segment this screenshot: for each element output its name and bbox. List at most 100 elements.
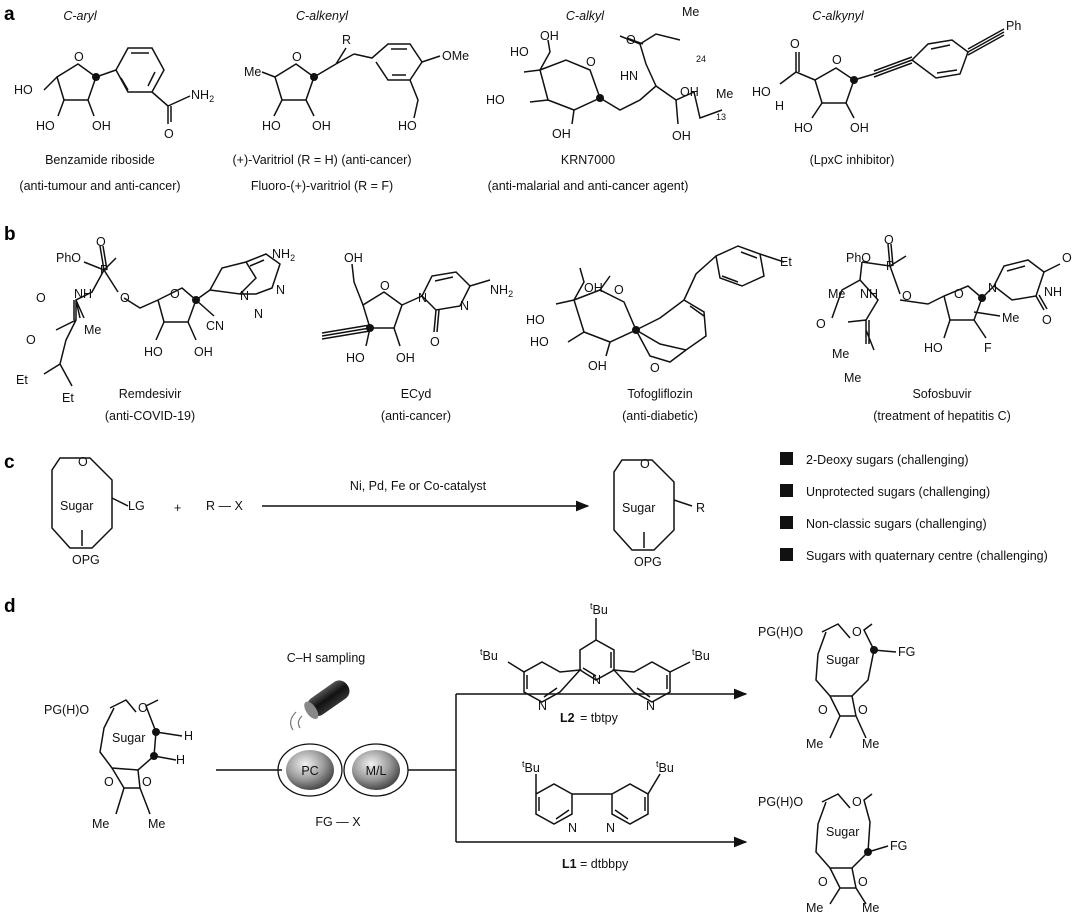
- compound-note: (anti-COVID-19): [105, 409, 195, 423]
- atom-ho: HO: [924, 341, 943, 355]
- heading-c-alkyl: C-alkyl: [566, 9, 605, 23]
- compound-name: (+)-Varitriol (R = H) (anti-cancer): [233, 153, 412, 167]
- atom-ome: OMe: [442, 49, 469, 63]
- atom-me: Me: [84, 323, 101, 337]
- atom-me: Me: [244, 65, 261, 79]
- atom-r: R: [342, 33, 351, 47]
- atom-oh: OH: [92, 119, 111, 133]
- structure-remdesivir: PhO P O O NH Me O O Et Et O CN HO OH NH2…: [16, 235, 295, 423]
- panel-label-a: a: [4, 4, 15, 25]
- atom-et: Et: [62, 391, 74, 405]
- atom-oh: OH: [540, 29, 559, 43]
- ligand-l1-name: = dtbbpy: [580, 857, 629, 871]
- atom-o: O: [74, 50, 84, 64]
- compound-note: (anti-diabetic): [622, 409, 698, 423]
- ml-label: M/L: [366, 764, 387, 778]
- light-waves: [290, 711, 303, 731]
- atom-o: O: [626, 33, 636, 47]
- compound-name: Benzamide riboside: [45, 153, 155, 167]
- tbu-label: tBu: [692, 647, 710, 663]
- catalytic-cycle: C–H sampling PC M/L FG — X: [216, 651, 456, 829]
- atom-ho: HO: [530, 335, 549, 349]
- atom-nh: NH: [74, 287, 92, 301]
- atom-nh: NH: [860, 287, 878, 301]
- structure-ecyd: OH O HO OH N N O NH2 ECyd (anti-cancer): [321, 251, 513, 423]
- compound-name: KRN7000: [561, 153, 615, 167]
- compound-note: Fluoro-(+)-varitriol (R = F): [251, 179, 393, 193]
- atom-o: O: [614, 283, 624, 297]
- atom-ho: HO: [526, 313, 545, 327]
- sugar-label: Sugar: [60, 499, 93, 513]
- atom-o: O: [26, 333, 36, 347]
- atom-o: O: [816, 317, 826, 331]
- atom-oh: OH: [344, 251, 363, 265]
- atom-n: N: [460, 299, 469, 313]
- ring-o: O: [818, 875, 828, 889]
- atom-o: O: [430, 335, 440, 349]
- legend-marker: [780, 548, 793, 561]
- atom-o: O: [884, 233, 894, 247]
- atom-ho: HO: [262, 119, 281, 133]
- atom-nh2: NH2: [191, 88, 214, 104]
- atom-p: P: [886, 259, 894, 273]
- ring-o: O: [138, 701, 148, 715]
- atom-nh2: NH2: [272, 247, 295, 263]
- legend-marker: [780, 484, 793, 497]
- atom-ph: Ph: [1006, 19, 1021, 33]
- ring-o: O: [858, 703, 868, 717]
- atom-me: Me: [844, 371, 861, 385]
- structure-varitriol: O Me R OMe HO OH HO (+)-Varitriol (R = H…: [233, 33, 470, 193]
- ring-o: O: [78, 455, 88, 469]
- product-pgho: PG(H)O: [758, 795, 803, 809]
- compound-name: (LpxC inhibitor): [810, 153, 895, 167]
- atom-n: N: [240, 289, 249, 303]
- atom-o: O: [1042, 313, 1052, 327]
- atom-oh: OH: [680, 85, 699, 99]
- compound-note: (treatment of hepatitis C): [873, 409, 1011, 423]
- tbu-label: tBu: [480, 647, 498, 663]
- structure-lpxc-inhibitor: O O HO H HO OH Ph (LpxC inhibitor): [752, 19, 1021, 167]
- protecting-group: OPG: [72, 553, 100, 567]
- compound-note: (anti-malarial and anti-cancer agent): [488, 179, 689, 193]
- compound-name: Sofosbuvir: [912, 387, 971, 401]
- leaving-group: LG: [128, 499, 145, 513]
- sugar-label: Sugar: [826, 825, 859, 839]
- atom-pho: PhO: [846, 251, 871, 265]
- atom-o: O: [790, 37, 800, 51]
- heading-c-alkynyl: C-alkynyl: [812, 9, 865, 23]
- legend-item: Unprotected sugars (challenging): [806, 485, 990, 499]
- ml-ball: [352, 750, 400, 790]
- ligand-dtbbpy: tBu tBu N N L1 = dtbbpy: [522, 759, 674, 871]
- atom-n: N: [988, 281, 997, 295]
- panel-label-d: d: [4, 596, 16, 617]
- atom-me: Me: [832, 347, 849, 361]
- plus-sign: +: [174, 501, 181, 515]
- atom-n: N: [606, 821, 615, 835]
- pc-cycle: [277, 743, 343, 797]
- legend-item: 2-Deoxy sugars (challenging): [806, 453, 969, 467]
- reaction-c: O Sugar LG OPG + R — X Ni, Pd, Fe or Co-…: [51, 455, 705, 569]
- atom-o: O: [170, 287, 180, 301]
- structure-benzamide-riboside: O HO HO OH O NH2 Benzamide riboside (ant…: [14, 47, 214, 193]
- atom-me: Me: [92, 817, 109, 831]
- atom-o: O: [650, 361, 660, 375]
- atom-ho: HO: [346, 351, 365, 365]
- atom-me: Me: [862, 737, 879, 751]
- legend-marker: [780, 452, 793, 465]
- product-pgho: PG(H)O: [758, 625, 803, 639]
- ring-o: O: [852, 625, 862, 639]
- atom-n: N: [254, 307, 263, 321]
- structure-sofosbuvir: PhO P O O NH Me O Me Me O HO F Me N O NH…: [816, 233, 1072, 423]
- heading-c-aryl: C-aryl: [63, 9, 98, 23]
- product-r: R: [696, 501, 705, 515]
- atom-o: O: [120, 291, 130, 305]
- compound-name: Tofogliflozin: [627, 387, 692, 401]
- structure-krn7000: HO OH HO OH O O HN Me 24 OH Me 13 OH KRN…: [486, 5, 733, 193]
- chain-length-13: 13: [716, 112, 726, 122]
- legend-item: Non-classic sugars (challenging): [806, 517, 987, 531]
- atom-n: N: [276, 283, 285, 297]
- ring-o: O: [852, 795, 862, 809]
- atom-ho: HO: [14, 83, 33, 97]
- atom-o: O: [36, 291, 46, 305]
